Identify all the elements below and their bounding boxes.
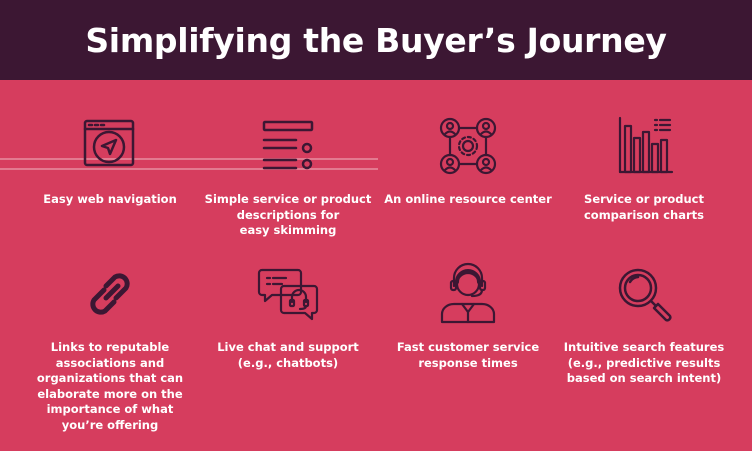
list-icon xyxy=(256,114,320,178)
headset-agent-icon xyxy=(436,262,500,326)
page-title: Simplifying the Buyer’s Journey xyxy=(85,20,667,60)
chain-link-icon xyxy=(78,262,142,326)
chat-bubbles-icon xyxy=(256,262,320,326)
bar-chart-icon xyxy=(612,114,676,178)
magnifier-icon xyxy=(612,262,676,326)
feature-label: Simple service or product descriptions f… xyxy=(204,192,372,237)
feature-label: Intuitive search features (e.g., predict… xyxy=(563,340,725,385)
network-people-icon xyxy=(436,114,500,178)
feature-label: Links to reputable associations and orga… xyxy=(36,340,184,432)
header-banner: Simplifying the Buyer’s Journey xyxy=(0,0,752,80)
feature-label: Fast customer service response times xyxy=(396,340,540,370)
feature-label: Live chat and support (e.g., chatbots) xyxy=(217,340,359,370)
browser-cursor-icon xyxy=(78,114,142,178)
feature-label: Easy web navigation xyxy=(43,192,177,206)
decorative-lines xyxy=(0,158,378,170)
feature-label: An online resource center xyxy=(384,192,552,206)
feature-label: Service or product comparison charts xyxy=(583,192,705,222)
